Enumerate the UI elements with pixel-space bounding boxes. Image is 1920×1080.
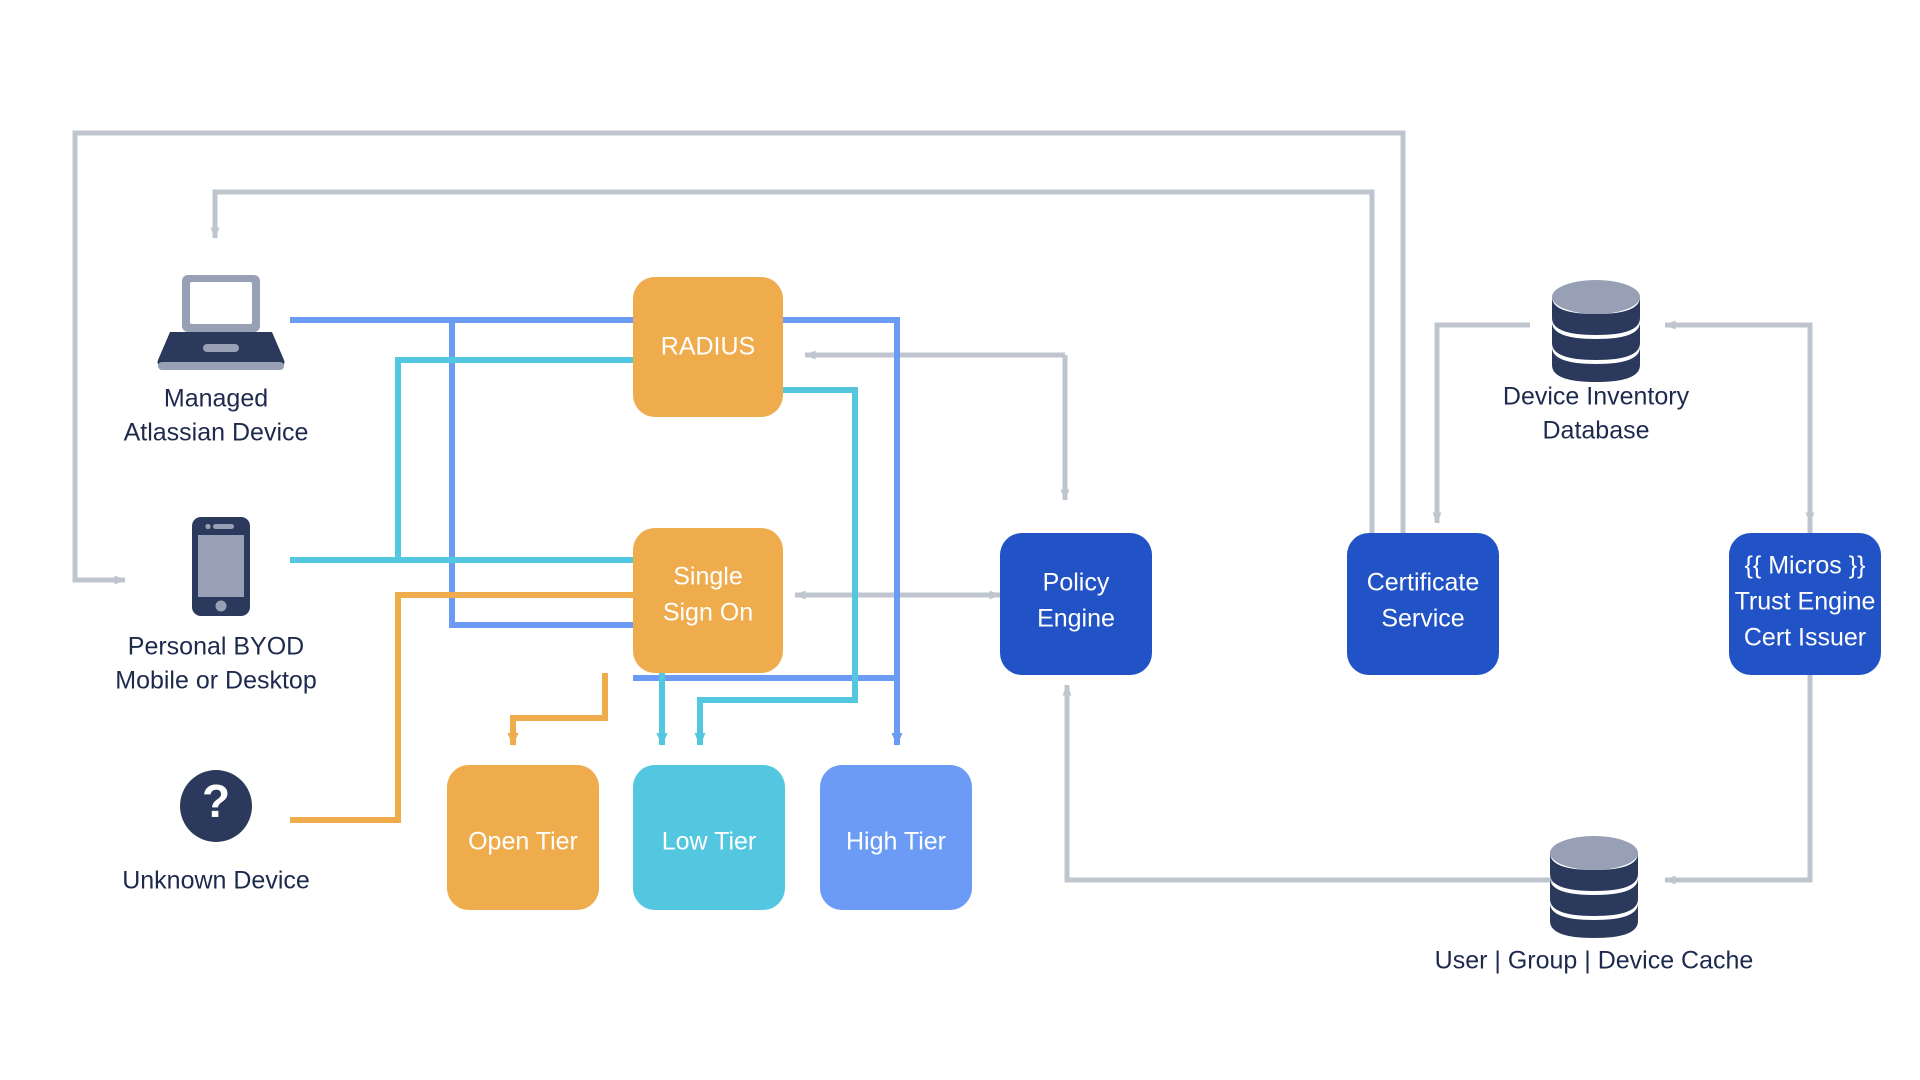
node-open-tier[interactable]: Open Tier [447,765,599,910]
high-tier-flow-lines [290,317,903,746]
endpoint-managed-device[interactable]: Managed Atlassian Device [124,275,309,447]
policy-engine-label-line1: Policy [1043,569,1110,597]
laptop-icon [157,275,285,370]
micros-label-line2: Trust Engine [1735,588,1876,616]
edge-cache-to-policy-engine [1062,684,1563,883]
datastore-device-inventory-database[interactable]: Device Inventory Database [1503,280,1690,445]
edge-micros-to-inventory [1664,320,1813,535]
sso-label-line1: Single [673,563,743,591]
edge-byod-to-radius [290,357,633,563]
node-certificate-service[interactable]: Certificate Service [1347,533,1499,675]
radius-label: RADIUS [661,333,755,361]
node-single-sign-on[interactable]: Single Sign On [633,528,783,673]
certificate-service-label-line2: Service [1381,605,1464,633]
datastore-user-group-device-cache[interactable]: User | Group | Device Cache [1435,836,1754,975]
edge-sso-to-open-tier [507,673,608,746]
certificate-service-label-line1: Certificate [1367,569,1480,597]
mobile-phone-icon [192,517,250,616]
question-mark-icon: ? [180,770,252,842]
edge-managed-to-sso [449,320,633,628]
low-tier-label: Low Tier [662,828,756,856]
byod-device-label-line1: Personal BYOD [128,633,304,661]
database-icon [1550,836,1638,938]
edge-cert-to-managed-device [72,130,1406,585]
node-micros-trust-engine[interactable]: {{ Micros }} Trust Engine Cert Issuer [1729,533,1881,675]
edge-cert-to-byod-device [210,189,1375,535]
micros-label-line1: {{ Micros }} [1745,552,1866,580]
node-low-tier[interactable]: Low Tier [633,765,785,910]
unknown-device-label: Unknown Device [122,867,310,895]
node-policy-engine[interactable]: Policy Engine [1000,533,1152,675]
managed-device-label-line2: Atlassian Device [124,419,309,447]
byod-device-label-line2: Mobile or Desktop [115,667,316,695]
user-group-device-cache-label: User | Group | Device Cache [1435,947,1754,975]
node-radius[interactable]: RADIUS [633,277,783,417]
policy-engine-label-line2: Engine [1037,605,1115,633]
node-high-tier[interactable]: High Tier [820,765,972,910]
high-tier-label: High Tier [846,828,946,856]
endpoint-byod-device[interactable]: Personal BYOD Mobile or Desktop [115,517,317,695]
edge-micros-to-cache [1664,670,1813,885]
open-tier-label: Open Tier [468,828,578,856]
device-inventory-label-line2: Database [1542,417,1649,445]
svg-text:?: ? [202,775,230,827]
micros-label-line3: Cert Issuer [1744,624,1866,652]
managed-device-label-line1: Managed [164,385,268,413]
edge-unknown-to-sso [290,592,633,823]
database-icon [1552,280,1640,382]
device-inventory-label-line1: Device Inventory [1503,383,1690,411]
open-tier-flow-lines [290,592,633,823]
edge-inventory-to-cert-service [1432,322,1530,524]
endpoint-unknown-device[interactable]: ? Unknown Device [122,770,310,895]
sso-label-line2: Sign On [663,599,753,627]
